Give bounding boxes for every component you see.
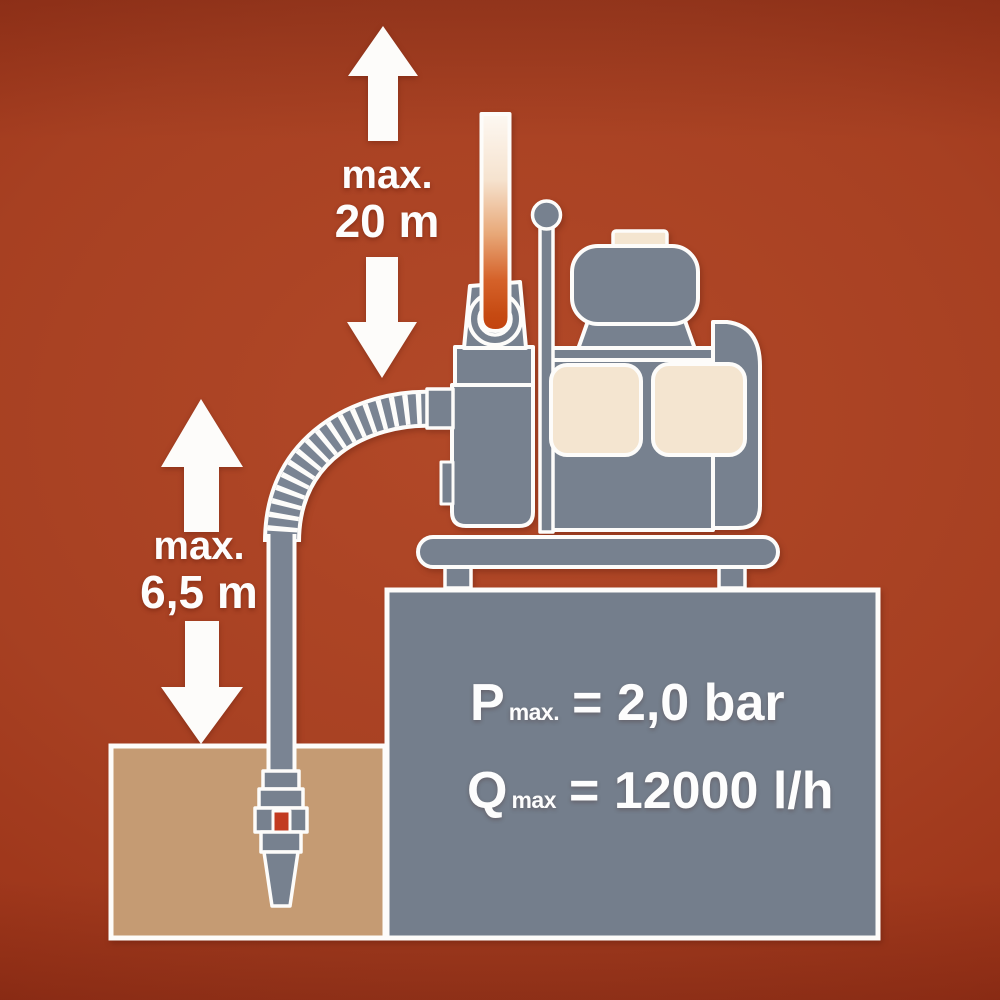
delivery-max-text: max. [341,153,433,197]
handle-knob [530,199,563,231]
pressure-value: = 2,0 bar [572,674,785,732]
pump-housing-top [453,345,535,387]
down-arrow-icon [161,621,243,744]
vent-panel [549,363,643,457]
delivery-value-text: 20 m [334,195,440,247]
delivery-height-label: max. 20 m [307,152,467,244]
spec-panel [384,587,881,941]
valve-indicator [271,809,292,834]
scene-objects [108,112,881,941]
vent-panel [651,362,747,457]
measurement-arrows [161,26,418,744]
base-plate [416,535,780,569]
delivery-pipe [479,112,512,333]
up-arrow-icon [161,399,243,532]
down-arrow-icon [347,257,417,378]
suction-max-text: max. [153,524,245,568]
suction-height-label: max. 6,5 m [119,523,279,615]
inlet-flange [425,387,455,430]
pressure-subscript: max. [508,699,560,725]
flow-symbol: Q [467,762,508,820]
flow-spec: Q max = 12000 l/h [467,765,834,817]
pump-housing [450,383,535,528]
pressure-spec: P max. = 2,0 bar [470,677,785,729]
suction-hose [263,389,436,782]
flow-value: = 12000 l/h [569,762,834,820]
housing-tab [439,460,455,506]
suction-value-text: 6,5 m [140,566,258,618]
garden-pump [416,112,780,590]
up-arrow-icon [348,26,418,141]
water-basin [108,743,388,941]
pressure-symbol: P [470,674,505,732]
pressure-tank [570,244,700,326]
foot-valve [253,769,309,908]
flow-subscript: max [511,787,556,813]
